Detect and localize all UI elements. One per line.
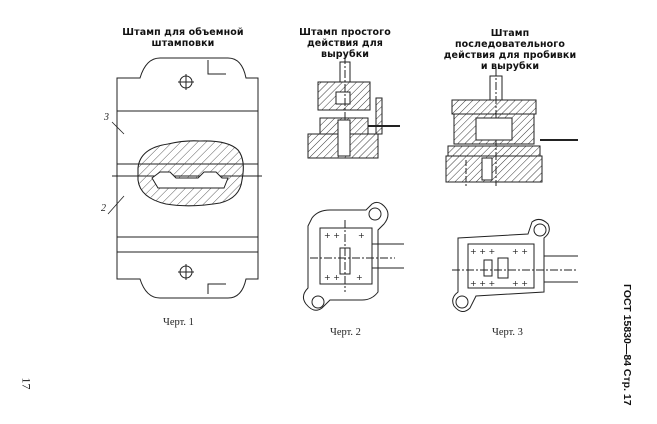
svg-text:+ +: + +	[512, 247, 528, 256]
figure-1-callout-2: 2	[101, 203, 106, 214]
figure-1-callout-3: 3	[104, 112, 109, 123]
svg-text:+ +: + +	[324, 273, 340, 282]
svg-text:+: +	[356, 273, 363, 282]
svg-text:+ + +: + + +	[470, 279, 495, 288]
figure-1-title: Штамп для объемной штамповки	[122, 27, 244, 49]
svg-text:+ +: + +	[324, 231, 340, 240]
svg-text:+ +: + +	[512, 279, 528, 288]
figure-3-title: Штамп последовательного действия для про…	[443, 28, 577, 72]
page-number: 17	[19, 377, 34, 390]
figure-3-caption: Черт. 3	[492, 327, 523, 338]
svg-text:+: +	[358, 231, 365, 240]
figure-2-title: Штамп простого действия для вырубки	[299, 27, 391, 60]
page-header: ГОСТ 15830—84 Стр. 17	[621, 284, 633, 406]
figure-2-caption: Черт. 2	[330, 327, 361, 338]
svg-text:+ + +: + + +	[470, 247, 495, 256]
figure-1-caption: Черт. 1	[163, 317, 194, 328]
